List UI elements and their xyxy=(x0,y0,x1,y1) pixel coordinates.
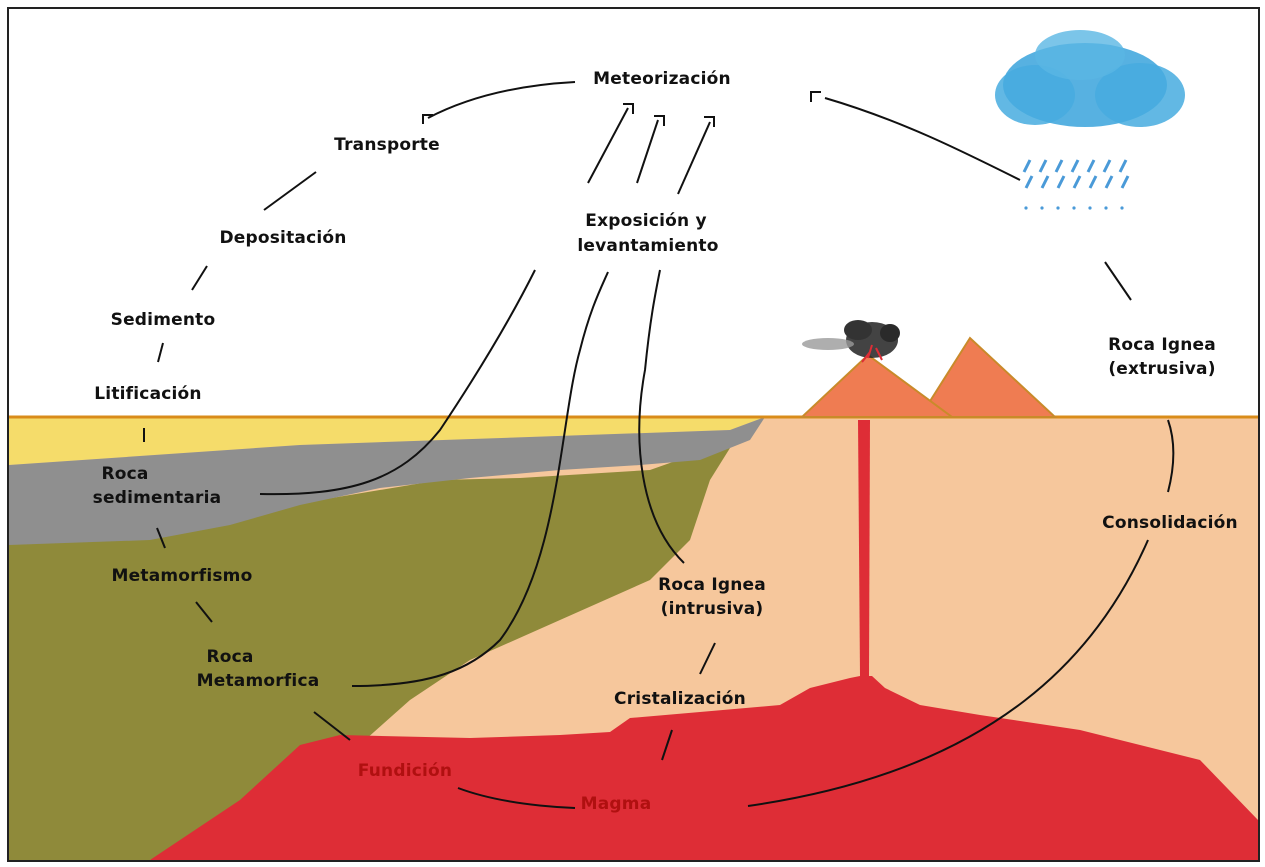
label-exposicion-line2: levantamiento xyxy=(577,235,718,257)
label-roca-sedimentaria-line1: Roca xyxy=(101,463,148,485)
label-roca-sedimentaria-line2: sedimentaria xyxy=(93,487,222,509)
label-roca-ignea-intrusiva-line1: Roca Ignea xyxy=(658,574,766,596)
label-meteorizacion: Meteorización xyxy=(593,68,731,90)
label-transporte: Transporte xyxy=(334,134,440,156)
magma-conduit xyxy=(858,420,870,676)
label-sedimento: Sedimento xyxy=(111,309,216,331)
label-roca-ignea-extrusiva-line2: (extrusiva) xyxy=(1108,358,1215,380)
label-roca-ignea-intrusiva-line2: (intrusiva) xyxy=(661,598,764,620)
label-fundicion: Fundición xyxy=(358,760,452,782)
label-exposicion-line1: Exposición y xyxy=(585,210,706,232)
label-roca-ignea-extrusiva-line1: Roca Ignea xyxy=(1108,334,1216,356)
label-consolidacion: Consolidación xyxy=(1102,512,1238,534)
label-litificacion: Litificación xyxy=(94,383,201,405)
label-depositacion: Depositación xyxy=(219,227,346,249)
label-metamorfismo: Metamorfismo xyxy=(112,565,253,587)
label-roca-metamorfica-line1: Roca xyxy=(206,646,253,668)
label-cristalizacion: Cristalización xyxy=(614,688,746,710)
label-roca-metamorfica-line2: Metamorfica xyxy=(197,670,320,692)
label-magma: Magma xyxy=(581,793,652,815)
